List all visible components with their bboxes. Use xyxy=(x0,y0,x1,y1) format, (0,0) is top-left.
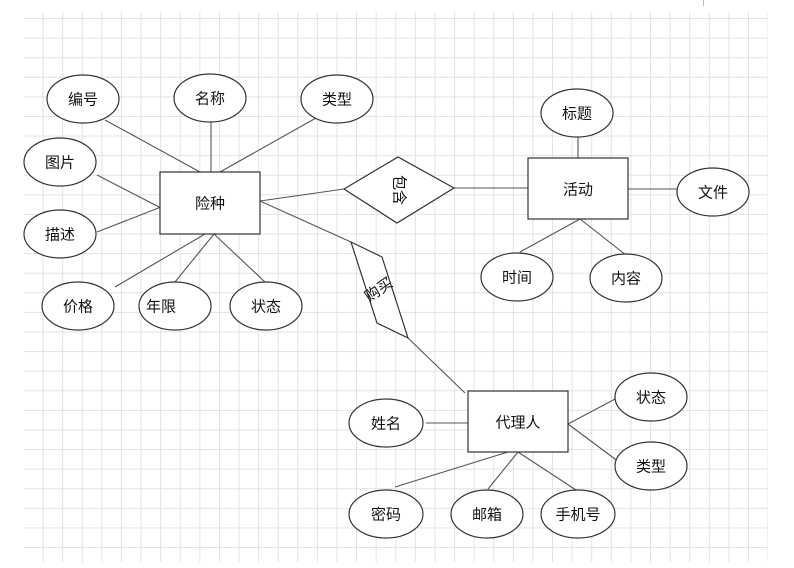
attribute-agent-password-label: 密码 xyxy=(371,506,401,524)
attribute-insurance-name[interactable]: 名称 xyxy=(173,73,247,123)
attribute-insurance-description[interactable]: 描述 xyxy=(23,209,97,259)
attribute-insurance-type-label: 类型 xyxy=(322,91,352,109)
attribute-activity-time-label: 时间 xyxy=(502,269,532,287)
attribute-agent-status[interactable]: 状态 xyxy=(614,372,688,422)
attribute-agent-type-label: 类型 xyxy=(636,458,666,476)
connectors xyxy=(96,117,678,491)
edge-insurance-price xyxy=(114,233,206,288)
attribute-insurance-id[interactable]: 编号 xyxy=(46,74,120,124)
edge-insurance-description xyxy=(96,206,162,233)
edge-insurance-image xyxy=(96,174,162,209)
attribute-agent-name[interactable]: 姓名 xyxy=(348,398,424,448)
attribute-insurance-image-label: 图片 xyxy=(45,154,75,172)
attribute-activity-title-label: 标题 xyxy=(562,105,592,123)
attribute-insurance-status-label: 状态 xyxy=(251,298,281,316)
entity-activity-label: 活动 xyxy=(563,181,593,199)
ruler-tick xyxy=(703,0,704,6)
edge-insurance-term xyxy=(174,233,215,283)
attribute-agent-password[interactable]: 密码 xyxy=(348,489,424,539)
attribute-insurance-id-label: 编号 xyxy=(68,91,98,109)
attribute-agent-email[interactable]: 邮箱 xyxy=(450,489,524,539)
attribute-insurance-term-label: 年限 xyxy=(146,298,176,316)
attribute-activity-file[interactable]: 文件 xyxy=(676,167,750,217)
edge-agent-phone xyxy=(517,451,577,491)
attribute-insurance-type[interactable]: 类型 xyxy=(300,74,374,124)
edge-insurance-id xyxy=(104,119,201,173)
attribute-agent-phone-label: 手机号 xyxy=(555,506,600,524)
attribute-agent-phone[interactable]: 手机号 xyxy=(540,489,616,539)
edge-agent-password xyxy=(394,451,509,488)
attribute-insurance-description-label: 描述 xyxy=(45,226,75,244)
edge-insurance-purchase xyxy=(259,200,352,243)
relationship-contains[interactable]: 包含 xyxy=(342,156,456,224)
attribute-activity-content[interactable]: 内容 xyxy=(589,253,663,303)
edge-activity-content xyxy=(579,218,627,256)
edge-agent-email xyxy=(487,451,519,490)
edge-insurance-contains xyxy=(259,188,345,202)
attribute-agent-email-label: 邮箱 xyxy=(472,506,502,524)
attribute-insurance-image[interactable]: 图片 xyxy=(23,137,97,187)
attribute-insurance-term[interactable]: 年限 xyxy=(138,281,212,331)
entity-activity[interactable]: 活动 xyxy=(527,157,629,220)
entity-agent-label: 代理人 xyxy=(495,414,540,432)
edge-insurance-status xyxy=(213,233,267,284)
attribute-insurance-status[interactable]: 状态 xyxy=(229,281,303,331)
attribute-agent-name-label: 姓名 xyxy=(371,415,401,433)
relationship-contains-label: 包含 xyxy=(391,175,409,205)
attribute-activity-file-label: 文件 xyxy=(698,184,728,202)
attribute-activity-time[interactable]: 时间 xyxy=(480,252,554,302)
attribute-insurance-price-label: 价格 xyxy=(63,298,93,316)
attribute-agent-type[interactable]: 类型 xyxy=(614,441,688,491)
attribute-insurance-name-label: 名称 xyxy=(195,90,225,108)
entity-insurance[interactable]: 险种 xyxy=(159,171,261,235)
attribute-insurance-price[interactable]: 价格 xyxy=(41,281,115,331)
attribute-agent-status-label: 状态 xyxy=(636,389,666,407)
edge-activity-time xyxy=(519,218,581,253)
edge-purchase-agent xyxy=(407,337,466,394)
relationship-purchase[interactable]: 购买 xyxy=(350,240,409,340)
edge-insurance-type xyxy=(219,117,317,173)
entity-agent[interactable]: 代理人 xyxy=(467,390,569,453)
attribute-activity-title[interactable]: 标题 xyxy=(540,88,614,138)
attribute-activity-content-label: 内容 xyxy=(611,270,641,288)
edge-agent-status xyxy=(567,397,618,425)
entity-insurance-label: 险种 xyxy=(195,195,225,213)
